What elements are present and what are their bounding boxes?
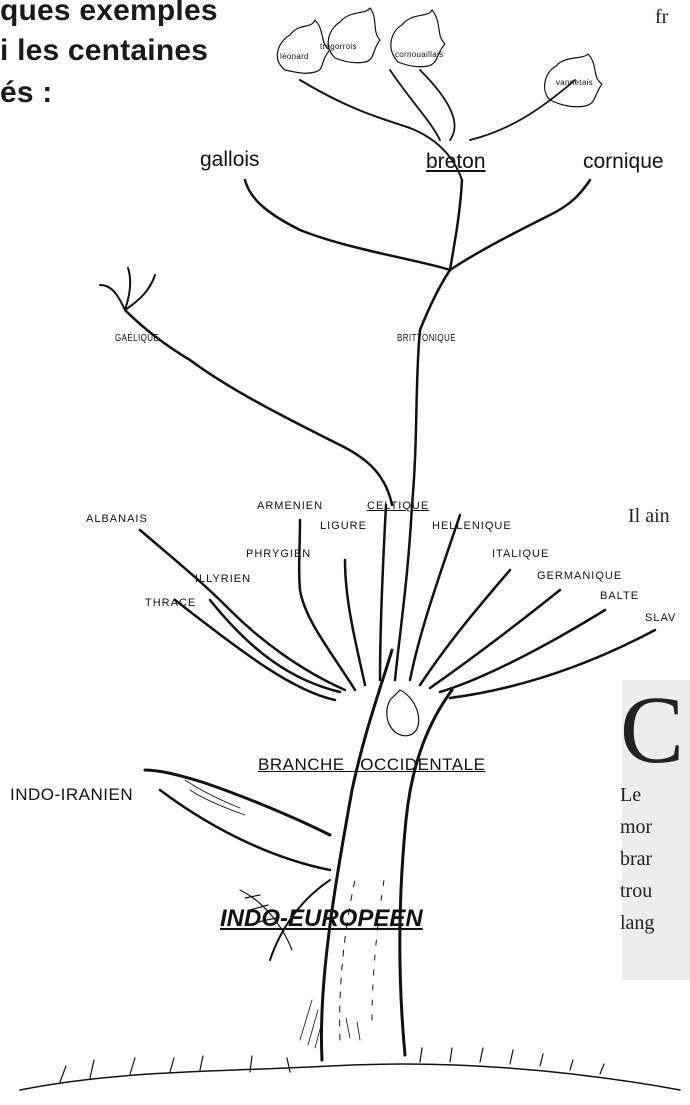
label-hellenique: HELLENIQUE bbox=[432, 520, 512, 532]
heading-line-3: és : bbox=[0, 76, 53, 110]
label-albanais: ALBANAIS bbox=[86, 513, 148, 525]
text-fragment-top-right: fr bbox=[655, 6, 668, 29]
label-armenien: ARMENIEN bbox=[257, 500, 323, 512]
branch-celtique bbox=[340, 445, 392, 505]
text-fragment-right-middle: Il ain bbox=[628, 505, 670, 528]
sidebar-dropcap: C bbox=[620, 682, 684, 778]
label-illyrien: ILLYRIEN bbox=[195, 573, 251, 585]
label-slav: SLAV bbox=[645, 612, 676, 624]
sidebar-line-3: brar bbox=[620, 848, 652, 871]
branch-brittonique bbox=[420, 270, 450, 330]
label-celtique: CELTIQUE bbox=[367, 500, 429, 512]
label-cornouaillais: cornouaillais bbox=[395, 50, 443, 59]
label-vannetais: vannetais bbox=[556, 78, 593, 87]
label-branche-occidentale: BRANCHE OCCIDENTALE bbox=[258, 755, 485, 775]
leaf-tregorrois bbox=[328, 8, 380, 63]
label-indo-europeen: INDO-EUROPEEN bbox=[220, 905, 423, 933]
tree-trunk-right bbox=[400, 690, 452, 1055]
label-indo-iranien: INDO-IRANIEN bbox=[10, 785, 133, 805]
heading-line-2: i les centaines bbox=[0, 34, 208, 68]
label-brittonique: BRITTONIQUE bbox=[397, 333, 456, 344]
label-phrygien: PHRYGIEN bbox=[246, 548, 311, 560]
label-gaelique: GAÉLIQUE bbox=[115, 333, 159, 344]
sidebar-line-4: trou bbox=[620, 880, 652, 903]
label-thrace: THRACE bbox=[145, 597, 196, 609]
label-tregorrois: trégorrois bbox=[320, 42, 357, 51]
label-breton: breton bbox=[426, 150, 486, 174]
heading-line-1: ques exemples bbox=[0, 0, 218, 28]
label-gallois: gallois bbox=[200, 148, 260, 172]
sidebar-line-5: lang bbox=[620, 912, 654, 935]
ground-line bbox=[20, 1064, 680, 1090]
label-balte: BALTE bbox=[600, 590, 639, 602]
label-germanique: GERMANIQUE bbox=[537, 570, 622, 582]
label-ligure: LIGURE bbox=[320, 520, 367, 532]
label-italique: ITALIQUE bbox=[492, 548, 549, 560]
sidebar-panel: C Le mor brar trou lang bbox=[622, 680, 690, 980]
tree-trunk bbox=[321, 650, 392, 1060]
branch-indo-iranien bbox=[145, 770, 330, 835]
sidebar-line-1: Le bbox=[620, 784, 641, 807]
label-cornique: cornique bbox=[583, 150, 664, 174]
sidebar-line-2: mor bbox=[620, 816, 652, 839]
label-leonard: léonard bbox=[280, 52, 309, 61]
